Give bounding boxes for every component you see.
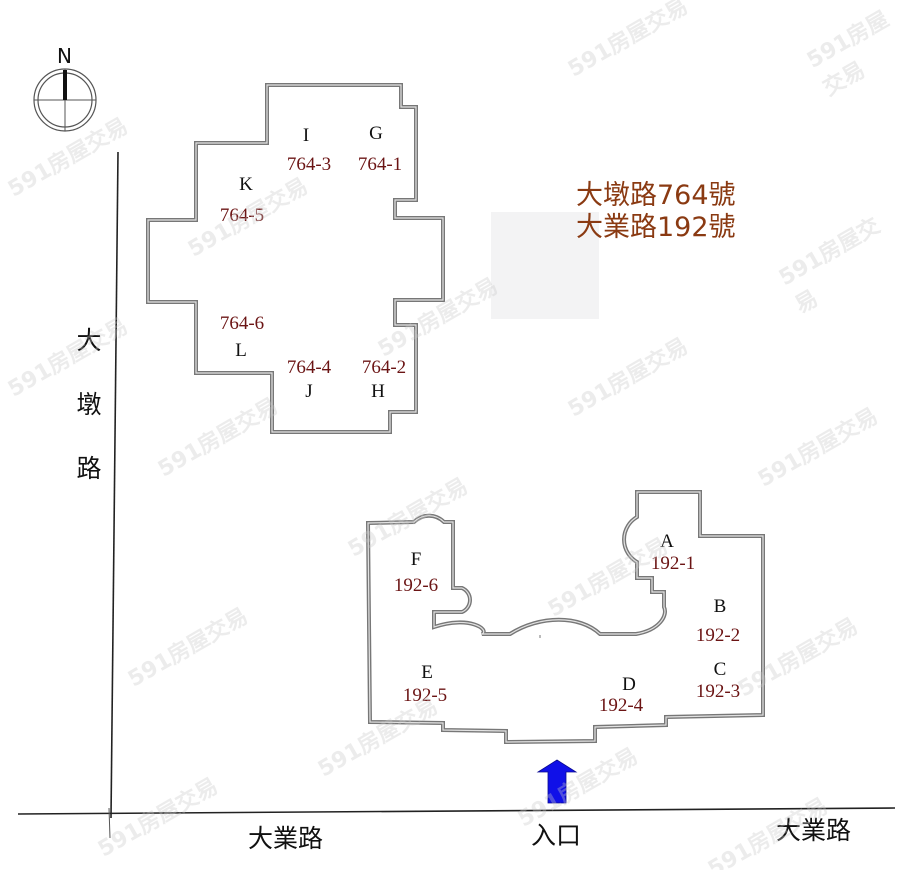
- unit-letter-i: I: [302, 125, 310, 146]
- unit-number-192-2: 192-2: [695, 625, 741, 646]
- unit-letter-h: H: [371, 381, 385, 402]
- building-192-outline: [365, 490, 765, 745]
- unit-letter-c: C: [713, 659, 727, 680]
- unit-letter-d: D: [622, 674, 636, 695]
- building-764-outline: [146, 83, 445, 434]
- road-char: 路: [76, 454, 102, 483]
- address-block: 大墩路764號 大業路192號: [576, 180, 736, 245]
- entrance-arrow-icon: [536, 759, 578, 804]
- unit-number-764-3: 764-3: [286, 154, 332, 175]
- unit-number-192-4: 192-4: [598, 695, 644, 716]
- unit-letter-a: A: [660, 531, 674, 552]
- unit-letter-j: J: [305, 381, 313, 402]
- unit-number-764-2: 764-2: [361, 357, 407, 378]
- unit-number-192-1: 192-1: [650, 553, 696, 574]
- address-line-2: 大業路192號: [576, 212, 736, 244]
- road-label-daye-right: 大業路: [776, 816, 852, 845]
- compass-icon: [33, 68, 97, 132]
- road-char: 墩: [76, 390, 102, 419]
- unit-number-192-5: 192-5: [402, 685, 448, 706]
- unit-number-764-5: 764-5: [219, 205, 265, 226]
- entrance-label: 入口: [531, 821, 582, 850]
- road-label-daye-left: 大業路: [248, 824, 324, 853]
- unit-letter-e: E: [421, 662, 433, 683]
- compass-north-label: N: [57, 44, 72, 68]
- road-line-horizontal: [17, 807, 896, 815]
- unit-number-192-3: 192-3: [695, 681, 741, 702]
- unit-letter-b: B: [713, 596, 727, 617]
- road-char: 大: [76, 326, 102, 355]
- address-line-1: 大墩路764號: [576, 180, 736, 211]
- unit-number-764-4: 764-4: [286, 357, 332, 378]
- unit-letter-k: K: [239, 174, 253, 195]
- unit-number-764-1: 764-1: [357, 154, 403, 175]
- unit-letter-f: F: [410, 549, 422, 570]
- road-line-vertical: [110, 151, 119, 819]
- unit-letter-l: L: [235, 340, 247, 361]
- unit-letter-g: G: [369, 123, 383, 144]
- unit-number-192-6: 192-6: [393, 575, 439, 596]
- placeholder-block: [491, 212, 599, 319]
- unit-number-764-6: 764-6: [219, 313, 265, 334]
- road-label-dadun: 大 墩 路: [74, 328, 104, 520]
